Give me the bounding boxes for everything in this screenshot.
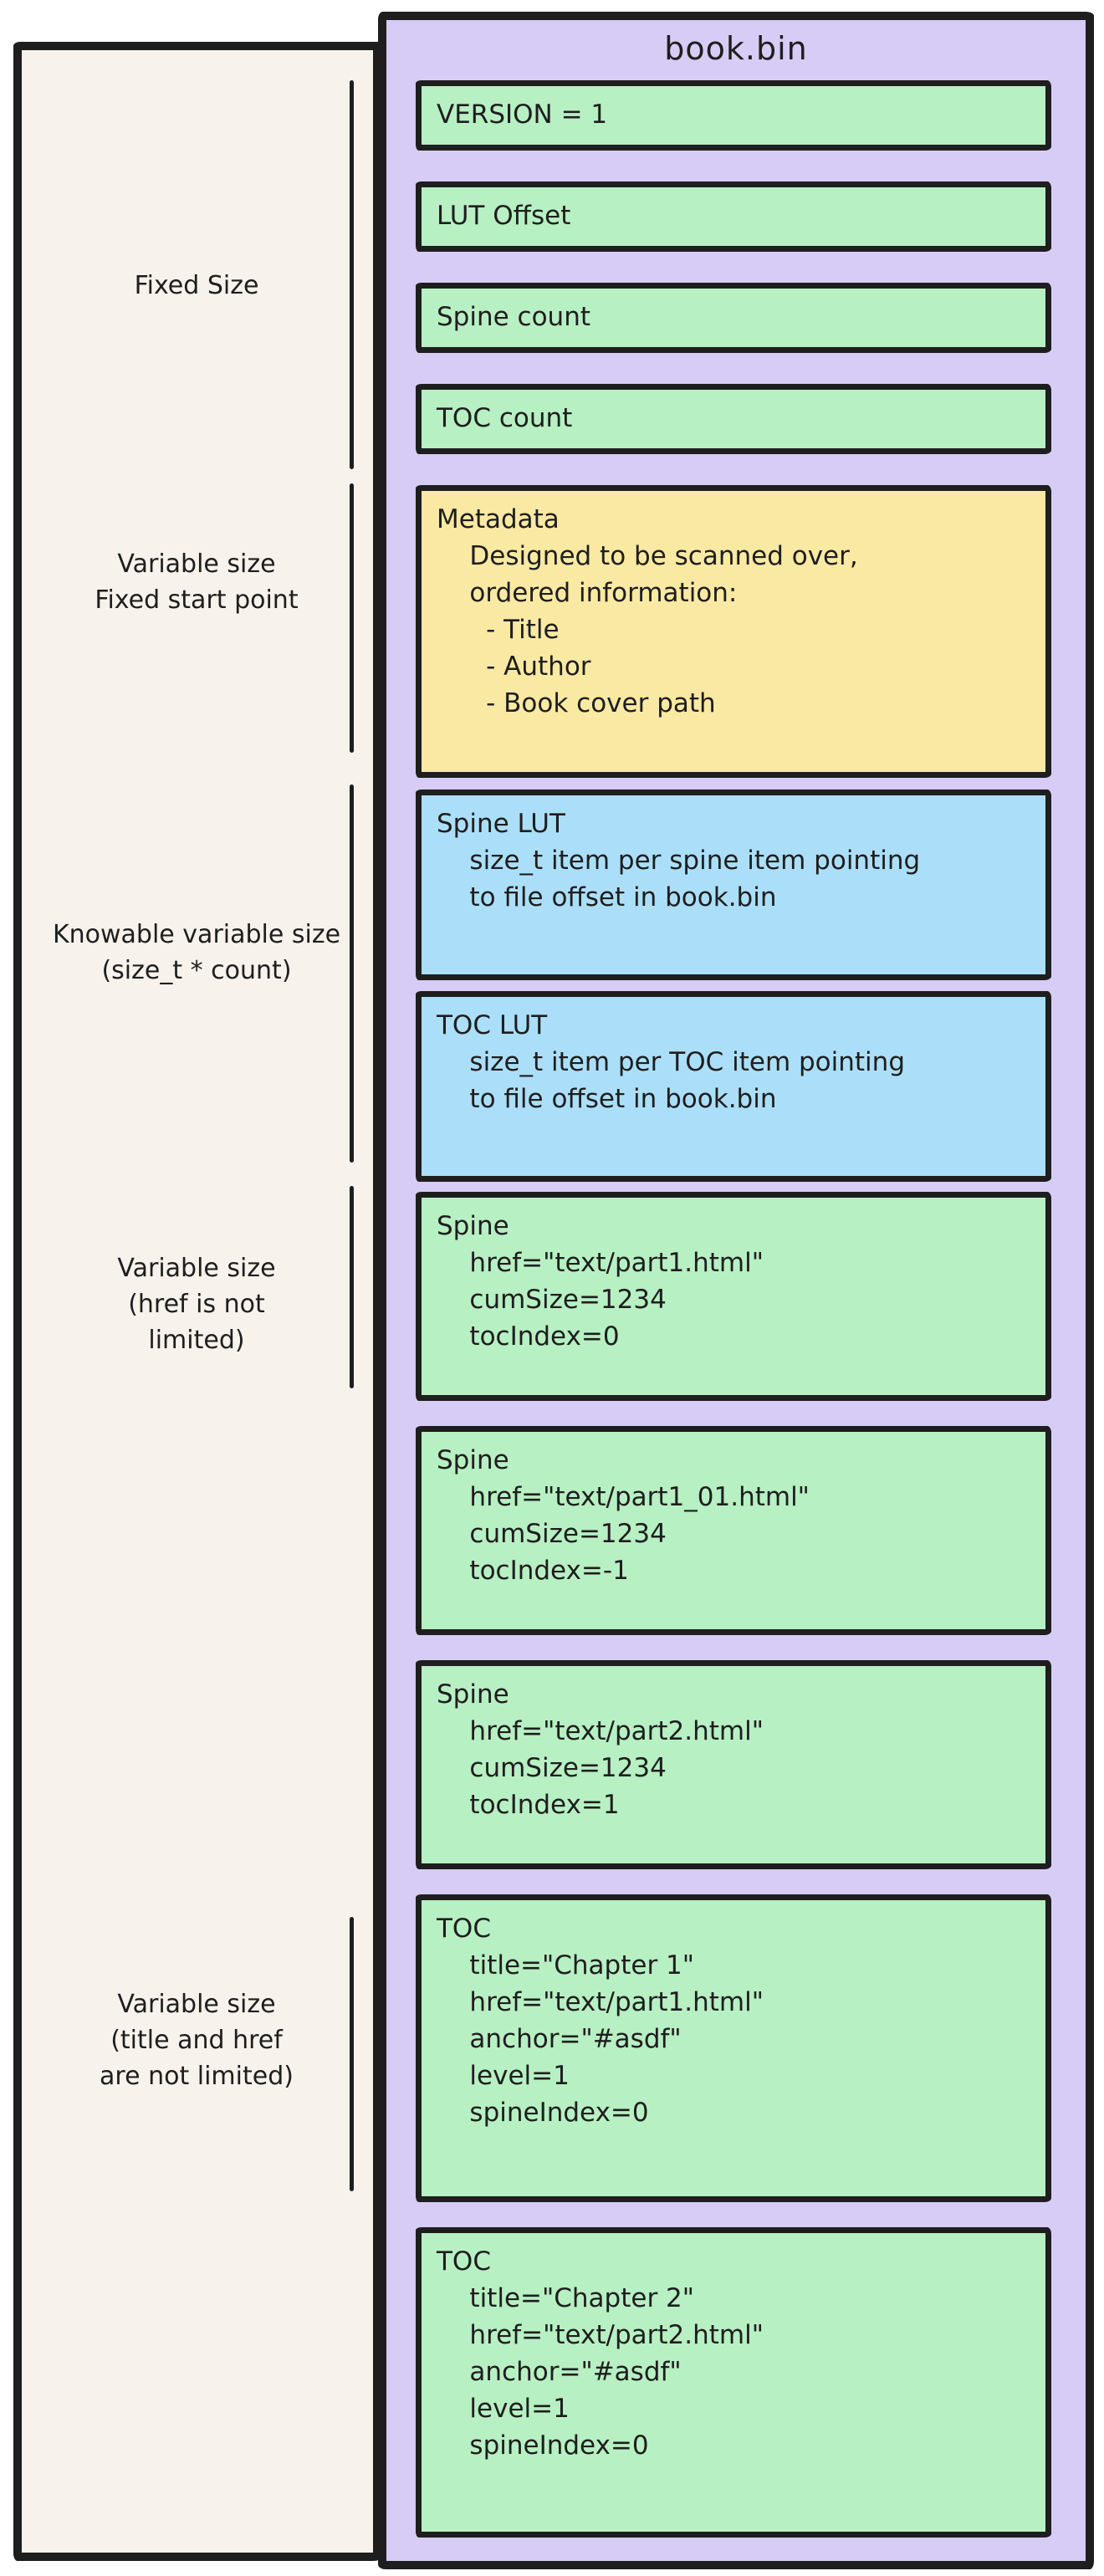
box-toc-2: TOC title="Chapter 2" href="text/part2.h…: [416, 2227, 1051, 2538]
size-annotations-panel: [13, 42, 381, 2561]
label-fixed-size: Fixed Size: [33, 268, 360, 304]
box-line: tocIndex=0: [437, 1321, 620, 1352]
box-line: LUT Offset: [437, 201, 571, 231]
box-line: TOC LUT: [437, 1010, 548, 1040]
label-line: Fixed start point: [95, 585, 299, 615]
box-line: VERSION = 1: [437, 100, 608, 130]
box-line: Spine count: [437, 302, 591, 332]
label-variable-size-title-href: Variable size (title and href are not li…: [33, 1986, 360, 2094]
box-line: to file offset in book.bin: [437, 882, 777, 912]
bracket-variable-size-title-href: [350, 1917, 354, 2191]
bracket-variable-size-href: [350, 1186, 354, 1388]
label-line: Variable size: [117, 1990, 276, 2019]
box-line: Spine LUT: [437, 809, 565, 839]
box-line: Spine: [437, 1679, 509, 1710]
box-metadata: Metadata Designed to be scanned over, or…: [416, 485, 1051, 778]
box-line: spineIndex=0: [437, 2098, 649, 2128]
label-line: Variable size: [117, 1254, 276, 1283]
box-line: level=1: [437, 2394, 570, 2424]
box-line: size_t item per spine item pointing: [437, 846, 921, 876]
box-line: spineIndex=0: [437, 2430, 649, 2461]
label-variable-size-fixed-start: Variable size Fixed start point: [33, 546, 360, 618]
box-toc-1: TOC title="Chapter 1" href="text/part1.h…: [416, 1894, 1051, 2202]
file-title: book.bin: [664, 30, 808, 67]
box-line: level=1: [437, 2061, 570, 2091]
label-line: are not limited): [100, 2062, 294, 2091]
box-line: ordered information:: [437, 578, 738, 608]
box-spine-lut: Spine LUT size_t item per spine item poi…: [416, 790, 1051, 980]
label-knowable-variable-size: Knowable variable size (size_t * count): [33, 917, 360, 989]
bracket-fixed-size: [350, 80, 354, 469]
box-line: title="Chapter 1": [437, 1950, 695, 1981]
box-line: TOC: [437, 2246, 491, 2277]
box-spine-3: Spine href="text/part2.html" cumSize=123…: [416, 1660, 1051, 1869]
box-line: - Book cover path: [437, 688, 716, 718]
box-line: - Author: [437, 652, 591, 682]
box-line: TOC count: [437, 403, 573, 433]
box-lut-offset: LUT Offset: [416, 181, 1051, 252]
box-line: cumSize=1234: [437, 1519, 667, 1549]
box-line: href="text/part1.html": [437, 1248, 764, 1278]
box-line: to file offset in book.bin: [437, 1084, 777, 1114]
label-line: Knowable variable size: [52, 920, 341, 949]
box-line: anchor="#asdf": [437, 2357, 682, 2387]
box-line: Spine: [437, 1445, 509, 1475]
box-line: TOC: [437, 1914, 491, 1944]
box-version: VERSION = 1: [416, 80, 1051, 151]
box-line: href="text/part1.html": [437, 1987, 764, 2017]
box-line: href="text/part2.html": [437, 1716, 764, 1746]
box-line: Spine: [437, 1211, 509, 1241]
label-variable-size-href: Variable size (href is not limited): [33, 1250, 360, 1358]
bracket-variable-size-fixed-start: [350, 483, 354, 753]
label-line: Variable size: [117, 549, 276, 579]
box-line: title="Chapter 2": [437, 2283, 695, 2313]
box-line: - Title: [437, 615, 560, 645]
box-toc-lut: TOC LUT size_t item per TOC item pointin…: [416, 991, 1051, 1182]
label-line: (size_t * count): [101, 956, 292, 985]
box-toc-count: TOC count: [416, 384, 1051, 454]
label-line: (href is not: [128, 1290, 265, 1319]
box-line: href="text/part2.html": [437, 2320, 764, 2350]
box-spine-count: Spine count: [416, 283, 1051, 353]
bracket-knowable-variable-size: [350, 785, 354, 1163]
box-line: cumSize=1234: [437, 1285, 667, 1315]
box-line: tocIndex=-1: [437, 1556, 629, 1586]
label-line: limited): [148, 1326, 245, 1355]
label-line: (title and href: [110, 2026, 283, 2055]
box-spine-2: Spine href="text/part1_01.html" cumSize=…: [416, 1426, 1051, 1635]
box-line: Designed to be scanned over,: [437, 541, 858, 571]
box-spine-1: Spine href="text/part1.html" cumSize=123…: [416, 1192, 1051, 1401]
box-line: href="text/part1_01.html": [437, 1482, 810, 1512]
label-line: Fixed Size: [134, 271, 259, 300]
box-line: size_t item per TOC item pointing: [437, 1047, 905, 1077]
box-line: cumSize=1234: [437, 1753, 667, 1783]
box-line: anchor="#asdf": [437, 2024, 682, 2054]
box-line: Metadata: [437, 504, 560, 534]
box-line: tocIndex=1: [437, 1790, 620, 1820]
